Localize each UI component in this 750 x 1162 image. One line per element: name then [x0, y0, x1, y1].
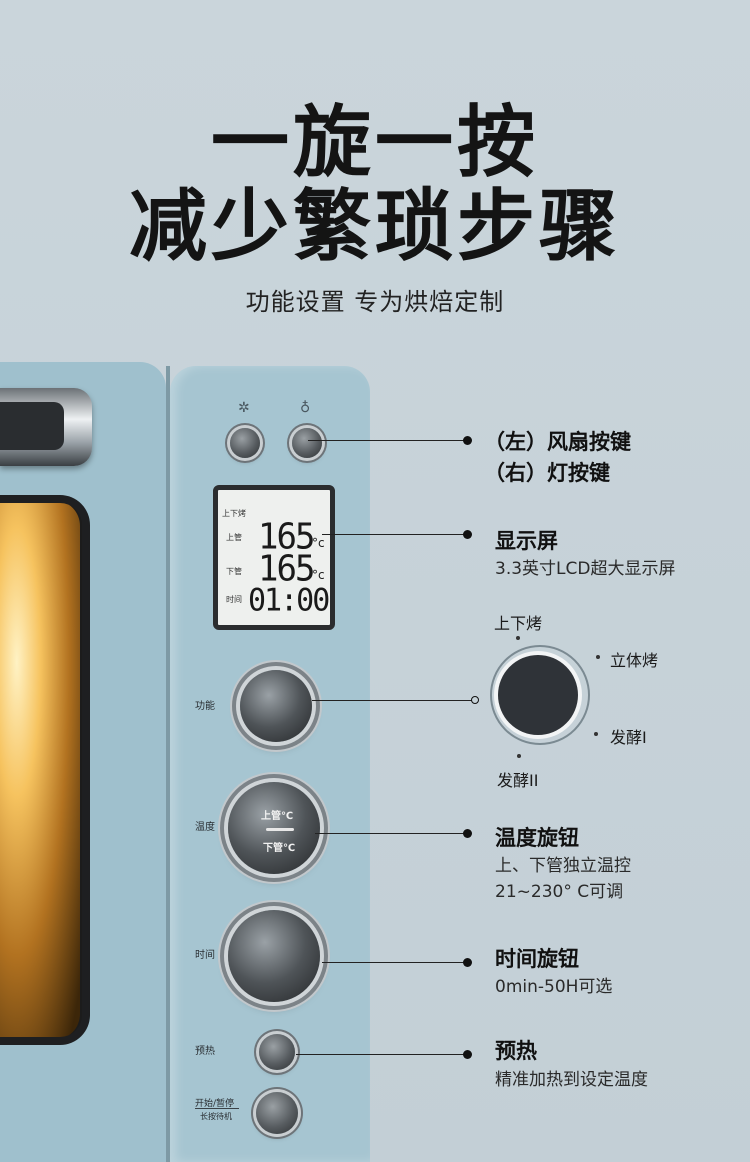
- dial-label-right-top: 立体烤: [610, 651, 659, 670]
- callout-dot-buttons: [463, 436, 472, 445]
- caption-time-title: 时间旋钮: [495, 947, 579, 971]
- temperature-label: 温度: [195, 822, 215, 833]
- callout-dot-time: [463, 958, 472, 967]
- light-button[interactable]: [292, 428, 322, 458]
- caption-time-desc: 0min-50H可选: [495, 977, 613, 997]
- time-knob[interactable]: [228, 910, 320, 1002]
- caption-preheat-title: 预热: [495, 1039, 537, 1063]
- lcd-row1-label: 上管: [226, 533, 242, 542]
- callout-line-time: [322, 962, 468, 963]
- lcd-row3-value: 01:00: [248, 582, 330, 619]
- lcd-display: 上下烤 上管 165 °c 下管 165 °c 时间 01:00: [213, 485, 335, 630]
- lcd-row2-unit: °c: [312, 568, 325, 582]
- oven-window-frame: [0, 495, 90, 1045]
- function-knob[interactable]: [240, 670, 312, 742]
- lcd-row3-label: 时间: [226, 595, 242, 604]
- callout-dot-temperature: [463, 829, 472, 838]
- dial-tick-right-top: [596, 655, 600, 659]
- temp-knob-bottom-label: 下管℃: [263, 843, 296, 854]
- door-handle-inner: [0, 402, 64, 450]
- caption-preheat-desc: 精准加热到设定温度: [495, 1070, 648, 1090]
- caption-fan-button: （左）风扇按键: [484, 430, 631, 454]
- callout-line-temperature: [315, 833, 468, 834]
- lcd-row2-value: 165: [258, 548, 315, 590]
- subtitle: 功能设置 专为烘焙定制: [245, 288, 505, 316]
- caption-temp-desc1: 上、下管独立温控: [495, 856, 631, 876]
- callout-ring-function: [471, 696, 479, 704]
- caption-temp-title: 温度旋钮: [495, 826, 579, 850]
- dial-label-top: 上下烤: [494, 614, 543, 633]
- dial-label-bottom: 发酵II: [497, 771, 539, 790]
- lcd-mode: 上下烤: [222, 509, 246, 518]
- lcd-row1-unit: °c: [312, 536, 325, 550]
- preheat-label: 预热: [195, 1046, 215, 1057]
- headline-line1: 一旋一按: [210, 98, 539, 188]
- oven-window: [0, 500, 84, 1040]
- fan-button[interactable]: [230, 428, 260, 458]
- preheat-button[interactable]: [259, 1034, 295, 1070]
- headline-line2: 减少繁琐步骤: [128, 182, 621, 272]
- callout-line-function: [312, 700, 472, 701]
- dial-label-right-bottom: 发酵I: [610, 728, 647, 747]
- function-label: 功能: [195, 701, 215, 712]
- start-pause-divider: [195, 1108, 239, 1109]
- temp-knob-top-label: 上管℃: [261, 811, 294, 822]
- caption-temp-desc2: 21~230° C可调: [495, 882, 624, 902]
- light-bulb-icon: ♁: [300, 400, 311, 416]
- dial-ring: [490, 645, 590, 745]
- fan-icon: ✲: [238, 400, 250, 416]
- lcd-row1-value: 165: [258, 516, 315, 558]
- callout-dot-display: [463, 530, 472, 539]
- start-pause-sublabel: 长按待机: [200, 1112, 232, 1121]
- dial-knob: [498, 655, 578, 735]
- caption-display-desc: 3.3英寸LCD超大显示屏: [495, 559, 676, 579]
- callout-dot-preheat: [463, 1050, 472, 1059]
- callout-line-display: [322, 534, 468, 535]
- dial-tick-top: [516, 636, 520, 640]
- dial-tick-bottom: [517, 754, 521, 758]
- lcd-row2-label: 下管: [226, 567, 242, 576]
- caption-light-button: （右）灯按键: [484, 461, 610, 485]
- callout-line-preheat: [296, 1054, 468, 1055]
- start-pause-button[interactable]: [256, 1092, 298, 1134]
- callout-line-buttons: [308, 440, 468, 441]
- dial-tick-right-bottom: [594, 732, 598, 736]
- start-pause-label: 开始/暂停: [195, 1099, 235, 1109]
- time-label: 时间: [195, 950, 215, 961]
- door-seam: [166, 366, 170, 1162]
- caption-display-title: 显示屏: [495, 529, 558, 553]
- temp-knob-divider: [266, 828, 294, 831]
